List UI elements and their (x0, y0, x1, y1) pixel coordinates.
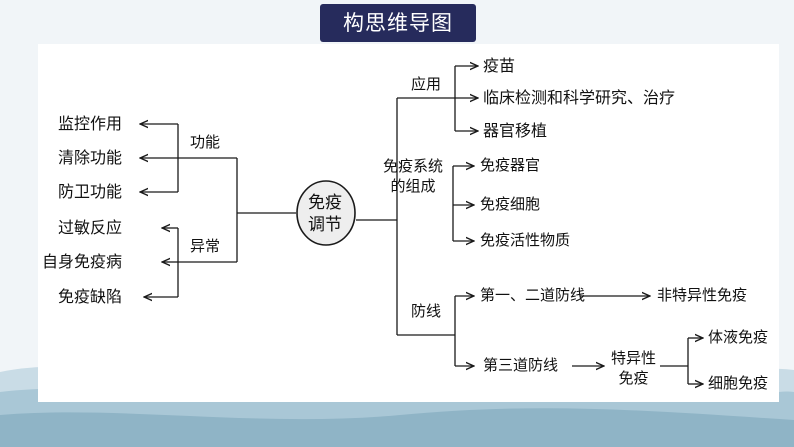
item-nonspecific-immunity: 非特异性免疫 (657, 286, 748, 304)
branch-application-label: 应用 (411, 75, 442, 93)
composition-label-line1: 免疫系统 (383, 157, 444, 175)
diagram-panel (38, 44, 779, 402)
branch-function-label: 功能 (190, 133, 221, 151)
page-title: 构思维导图 (320, 4, 476, 42)
center-node-label: 免疫 调节 (297, 192, 353, 236)
item-defend: 防卫功能 (58, 182, 123, 201)
item-transplant: 器官移植 (483, 121, 548, 140)
branch-abnormal-label: 异常 (190, 237, 221, 255)
item-humoral-immunity: 体液免疫 (708, 328, 769, 346)
item-cellular-immunity: 细胞免疫 (708, 374, 769, 392)
item-immune-organ: 免疫器官 (480, 156, 541, 174)
item-autoimmune: 自身免疫病 (42, 252, 123, 271)
specific-label-line1: 特异性 (611, 349, 657, 367)
composition-label-line2: 的组成 (390, 177, 436, 195)
item-deficiency: 免疫缺陷 (58, 287, 123, 306)
item-immune-cell: 免疫细胞 (480, 195, 541, 213)
item-specific-immunity: 特异性 免疫 (611, 348, 656, 388)
item-third-line: 第三道防线 (483, 356, 559, 374)
item-first-second-line: 第一、二道防线 (480, 286, 586, 304)
center-node (296, 180, 356, 246)
branch-defense-label: 防线 (411, 302, 442, 320)
item-allergy: 过敏反应 (58, 218, 123, 237)
branch-composition-label: 免疫系统 的组成 (383, 156, 443, 196)
specific-label-line2: 免疫 (618, 369, 649, 387)
item-monitor: 监控作用 (58, 114, 123, 133)
item-clinical: 临床检测和科学研究、治疗 (483, 88, 676, 107)
center-label-line2: 调节 (308, 215, 342, 235)
item-clear: 清除功能 (58, 148, 123, 167)
item-active-substance: 免疫活性物质 (480, 231, 571, 249)
item-vaccine: 疫苗 (483, 56, 516, 75)
center-label-line1: 免疫 (308, 193, 342, 213)
